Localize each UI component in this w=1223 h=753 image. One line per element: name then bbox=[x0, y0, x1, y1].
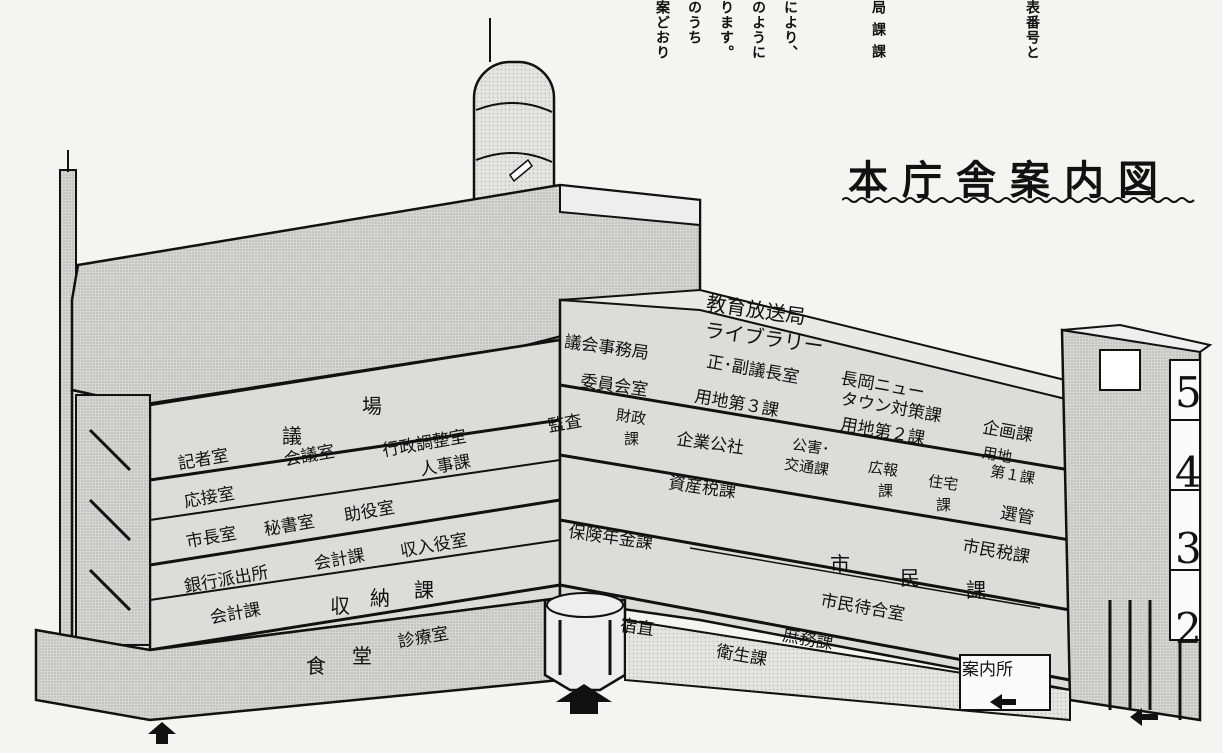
main-entrance-arrow-icon bbox=[556, 684, 612, 714]
room-label-shokudo-1: 食 bbox=[306, 654, 326, 678]
left-wing-body bbox=[70, 338, 562, 652]
west-entrance-arrow-icon bbox=[148, 722, 176, 744]
intro-text-col-4: のうち bbox=[686, 0, 702, 45]
room-label-jutaku-line2: 課 bbox=[936, 496, 952, 514]
room-label-koho-line1: 広報 bbox=[866, 458, 900, 481]
right-end-tower bbox=[1060, 323, 1213, 722]
room-label-shuno-2: 納 bbox=[370, 586, 390, 610]
reception-entrance-arrow-icon bbox=[990, 694, 1016, 710]
room-label-shuno-3: 課 bbox=[414, 578, 434, 602]
room-label-shimin-3: 課 bbox=[966, 578, 986, 602]
room-label-zaisei-line1: 財政 bbox=[614, 406, 648, 429]
room-label-koho-line2: 課 bbox=[878, 482, 894, 500]
room-label-shimin-1: 市 bbox=[830, 552, 850, 576]
intro-text-col-2: のように bbox=[750, 0, 766, 60]
room-label-gijo-2: 場 bbox=[362, 394, 382, 418]
floor-number-3: 3 bbox=[1175, 524, 1202, 573]
room-label-jutaku-line1: 住宅 bbox=[926, 472, 960, 495]
right-wing-body bbox=[558, 288, 1072, 692]
room-label-annai: 案内所 bbox=[962, 660, 1013, 680]
room-label-gijo-1: 議 bbox=[282, 424, 302, 448]
room-label-shukuchoku: 宿直 bbox=[618, 615, 656, 641]
room-label-shuno-1: 収 bbox=[330, 594, 350, 618]
floor-number-2: 2 bbox=[1175, 604, 1202, 653]
intro-text-col-7: 表番号と bbox=[1024, 0, 1040, 60]
floor-number-4: 4 bbox=[1175, 448, 1202, 497]
east-entrance-arrow-icon bbox=[1130, 708, 1158, 726]
intro-text-col-6: 局課課 bbox=[870, 0, 886, 66]
room-label-shimin-2: 民 bbox=[900, 566, 920, 590]
intro-text-col-3: ります。 bbox=[718, 0, 734, 60]
title-underline bbox=[842, 197, 1195, 203]
room-label-shokudo-2: 堂 bbox=[352, 644, 372, 668]
page-title: 本庁舎案内図 bbox=[848, 158, 1172, 204]
intro-text-col-1: により、 bbox=[782, 0, 798, 60]
room-label-zaisei-line2: 課 bbox=[624, 430, 640, 448]
building-base bbox=[34, 592, 1071, 722]
intro-text-col-5: 案どおり bbox=[654, 0, 670, 60]
floor-number-5: 5 bbox=[1175, 368, 1202, 417]
